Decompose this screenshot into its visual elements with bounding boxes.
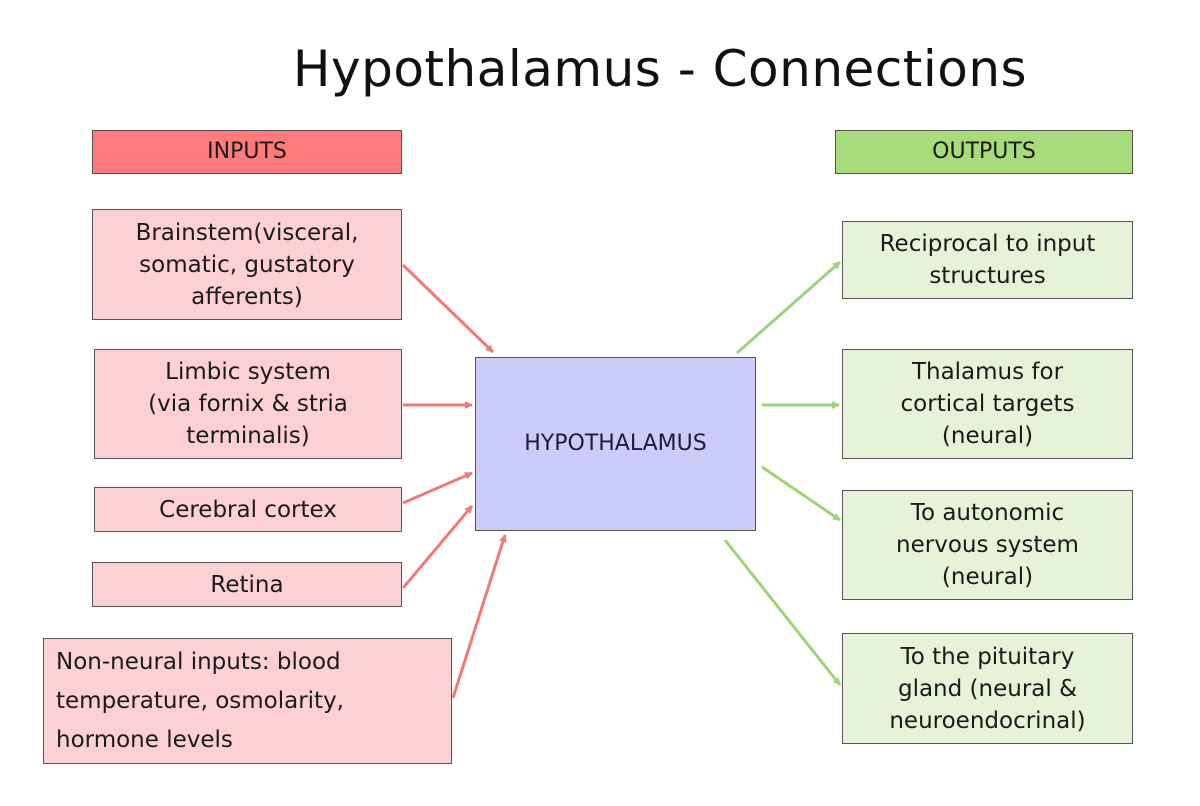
arrow-brainstem <box>401 263 495 354</box>
arrow-cortex <box>402 471 473 505</box>
arrow-retina <box>401 505 474 589</box>
input-cerebral-cortex: Cerebral cortex <box>94 487 402 532</box>
arrow-pituitary <box>723 539 842 686</box>
input-non-neural: Non-neural inputs: blood temperature, os… <box>43 638 452 764</box>
output-autonomic: To autonomic nervous system (neural) <box>842 490 1133 600</box>
input-retina: Retina <box>92 562 402 607</box>
arrow-non-neural <box>451 534 507 699</box>
output-reciprocal: Reciprocal to input structures <box>842 221 1133 299</box>
outputs-header: OUTPUTS <box>835 130 1133 174</box>
diagram-title: Hypothalamus - Connections <box>292 40 1028 98</box>
output-pituitary: To the pituitary gland (neural & neuroen… <box>842 633 1133 744</box>
output-thalamus: Thalamus for cortical targets (neural) <box>842 349 1133 459</box>
inputs-header: INPUTS <box>92 130 402 174</box>
input-limbic-system: Limbic system (via fornix & stria termin… <box>94 349 402 459</box>
hypothalamus-box: HYPOTHALAMUS <box>475 357 756 531</box>
input-brainstem: Brainstem(visceral, somatic, gustatory a… <box>92 209 402 320</box>
arrow-reciprocal <box>736 260 841 355</box>
arrow-autonomic <box>761 465 841 522</box>
